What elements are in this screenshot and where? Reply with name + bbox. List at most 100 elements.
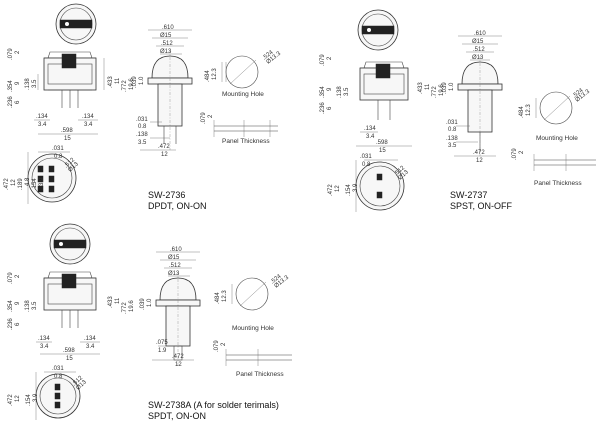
svg-text:2: 2 bbox=[15, 50, 21, 54]
side-view bbox=[155, 272, 201, 366]
model-description: SPDT, ON-ON bbox=[148, 411, 206, 421]
dim-label: .472 bbox=[328, 184, 334, 196]
svg-text:2: 2 bbox=[221, 342, 227, 346]
svg-text:.472: .472 bbox=[328, 184, 334, 196]
dim-label: .079 bbox=[512, 148, 518, 160]
dim-label: .512 bbox=[161, 41, 173, 47]
dim-label: .433 bbox=[418, 82, 424, 94]
dim-label: .512 bbox=[473, 47, 485, 53]
model-number: SW-2736 bbox=[148, 190, 185, 200]
dim-label: .138 bbox=[136, 132, 148, 138]
dim-label: .189 bbox=[18, 178, 24, 190]
svg-text:.154: .154 bbox=[26, 394, 32, 406]
panel-thickness bbox=[225, 349, 292, 366]
front-view bbox=[43, 271, 97, 328]
dim-label: .236 bbox=[8, 96, 14, 108]
svg-text:.138: .138 bbox=[337, 86, 343, 98]
top-view bbox=[55, 3, 97, 45]
svg-text:.039: .039 bbox=[132, 76, 138, 88]
svg-text:.354: .354 bbox=[320, 86, 326, 98]
dim-label: .610 bbox=[170, 247, 182, 253]
dim-label: 3.4 bbox=[86, 344, 95, 350]
dim-label: 15 bbox=[64, 136, 71, 142]
dim-label: 3.4 bbox=[366, 134, 375, 140]
dim-label: .433 bbox=[108, 76, 114, 88]
dim-label: .472 bbox=[473, 150, 485, 156]
bottom-view bbox=[35, 372, 81, 420]
mounting-hole-label: Mounting Hole bbox=[222, 91, 264, 98]
svg-text:12.3: 12.3 bbox=[526, 104, 532, 116]
dim-label: Ø13 bbox=[472, 55, 484, 61]
switch-sw-2738a: .079 2 .354 9 .236 6 .138 3.5 .433 11 .7… bbox=[8, 223, 292, 421]
dim-label: 9 bbox=[327, 87, 333, 91]
svg-text:.236: .236 bbox=[320, 102, 326, 114]
panel-thickness-label: Panel Thickness bbox=[222, 138, 270, 145]
dim-label: 3.4 bbox=[84, 122, 93, 128]
svg-text:3.5: 3.5 bbox=[32, 301, 38, 310]
dim-label: .079 bbox=[8, 272, 14, 284]
dim-label: 3.4 bbox=[40, 344, 49, 350]
svg-text:3.9: 3.9 bbox=[353, 183, 359, 192]
svg-text:12.3: 12.3 bbox=[222, 290, 228, 302]
dim-label: 12 bbox=[11, 179, 17, 186]
svg-text:.433: .433 bbox=[418, 82, 424, 94]
svg-text:3.5: 3.5 bbox=[32, 79, 38, 88]
svg-text:19.6: 19.6 bbox=[439, 84, 445, 96]
top-view bbox=[49, 223, 91, 265]
dim-label: 0.8 bbox=[54, 374, 63, 380]
svg-text:3.9: 3.9 bbox=[33, 393, 39, 402]
dim-label: .354 bbox=[8, 80, 14, 92]
front-view bbox=[37, 51, 105, 108]
mounting-hole-label: Mounting Hole bbox=[232, 325, 274, 332]
dim-label: 12 bbox=[476, 158, 483, 164]
dim-label: .354 bbox=[8, 300, 14, 312]
svg-text:.079: .079 bbox=[214, 340, 220, 352]
dim-label: 0.8 bbox=[54, 154, 63, 160]
side-view bbox=[147, 50, 193, 150]
dim-label: 12.3 bbox=[222, 290, 228, 302]
dim-label: 12.3 bbox=[212, 68, 218, 80]
svg-text:11: 11 bbox=[115, 297, 121, 304]
dim-label: Ø13 bbox=[168, 271, 180, 277]
svg-text:.236: .236 bbox=[8, 96, 14, 108]
dim-label: 12 bbox=[161, 152, 168, 158]
svg-text:1.0: 1.0 bbox=[449, 82, 455, 91]
bottom-view bbox=[355, 160, 405, 212]
dim-label: 2 bbox=[15, 274, 21, 278]
svg-text:2: 2 bbox=[15, 274, 21, 278]
svg-text:9: 9 bbox=[15, 301, 21, 305]
svg-text:.472: .472 bbox=[4, 178, 10, 190]
svg-text:19.6: 19.6 bbox=[129, 300, 135, 312]
dim-label: .134 bbox=[38, 336, 50, 342]
dim-label: Ø15 bbox=[160, 33, 172, 39]
dim-label: .772 bbox=[122, 80, 128, 92]
dim-label: 6 bbox=[327, 106, 333, 110]
dim-label: 4.8 bbox=[25, 177, 31, 186]
svg-text:6: 6 bbox=[15, 100, 21, 104]
svg-text:12.3: 12.3 bbox=[212, 68, 218, 80]
dim-label: .075 bbox=[156, 340, 168, 346]
svg-text:.154: .154 bbox=[346, 184, 352, 196]
dim-label: .472 bbox=[4, 178, 10, 190]
dim-label: .154 bbox=[32, 178, 38, 190]
dim-label: 19.6 bbox=[129, 300, 135, 312]
dim-label: .598 bbox=[63, 348, 75, 354]
svg-text:19.6: 19.6 bbox=[129, 78, 135, 90]
dim-label: 11 bbox=[425, 83, 431, 90]
dim-label: 0.8 bbox=[448, 127, 457, 133]
dim-label: 1.9 bbox=[158, 348, 167, 354]
dim-label: 2 bbox=[15, 50, 21, 54]
model-description: SPST, ON-OFF bbox=[450, 201, 513, 211]
dim-label: 3.5 bbox=[32, 301, 38, 310]
dim-label: .433 bbox=[108, 296, 114, 308]
svg-text:.354: .354 bbox=[8, 80, 14, 92]
dim-label: 0.8 bbox=[138, 124, 147, 130]
svg-text:6: 6 bbox=[15, 322, 21, 326]
dim-label: .154 bbox=[26, 394, 32, 406]
dim-label: .134 bbox=[84, 336, 96, 342]
svg-text:.772: .772 bbox=[122, 302, 128, 314]
svg-text:9: 9 bbox=[15, 81, 21, 85]
dim-label: .031 bbox=[136, 117, 148, 123]
svg-text:.236: .236 bbox=[8, 318, 14, 330]
dim-label: .484 bbox=[205, 70, 211, 82]
